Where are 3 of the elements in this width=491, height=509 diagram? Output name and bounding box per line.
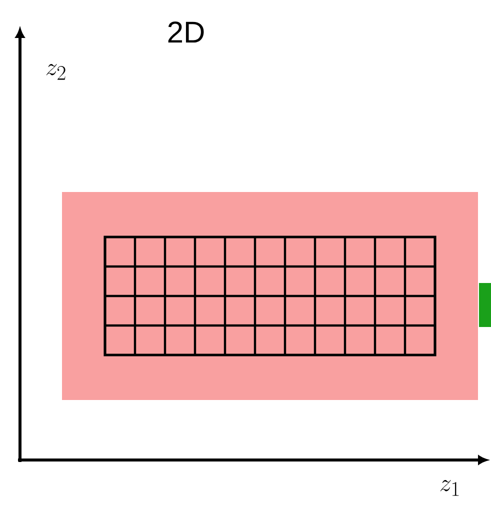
axis-label: $z_1$ [440, 480, 459, 496]
axis-label: $z_2$ [46, 64, 66, 80]
title: 2D [168, 22, 204, 42]
